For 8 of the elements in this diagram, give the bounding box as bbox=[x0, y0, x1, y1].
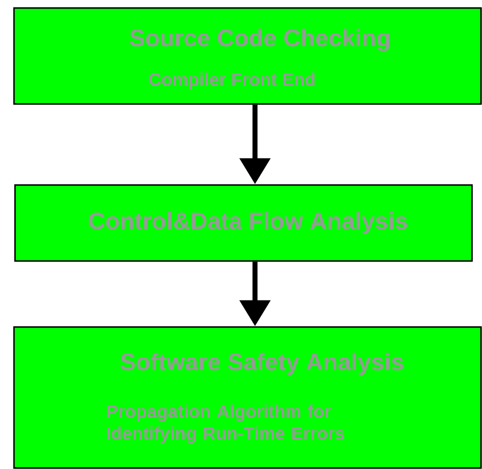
box-heading: Control&Data Flow Analysis bbox=[88, 212, 408, 234]
box-subtitle: Compiler Front End bbox=[149, 72, 314, 90]
process-box bbox=[13, 7, 482, 105]
process-box bbox=[13, 326, 482, 469]
box-heading: Software Safety Analysis bbox=[120, 352, 404, 376]
process-box bbox=[14, 184, 473, 262]
box-heading: Source Code Checking bbox=[130, 28, 390, 52]
box-subtitle: Propagation Algorithm for Identifying Run-Time Errors bbox=[107, 404, 344, 444]
